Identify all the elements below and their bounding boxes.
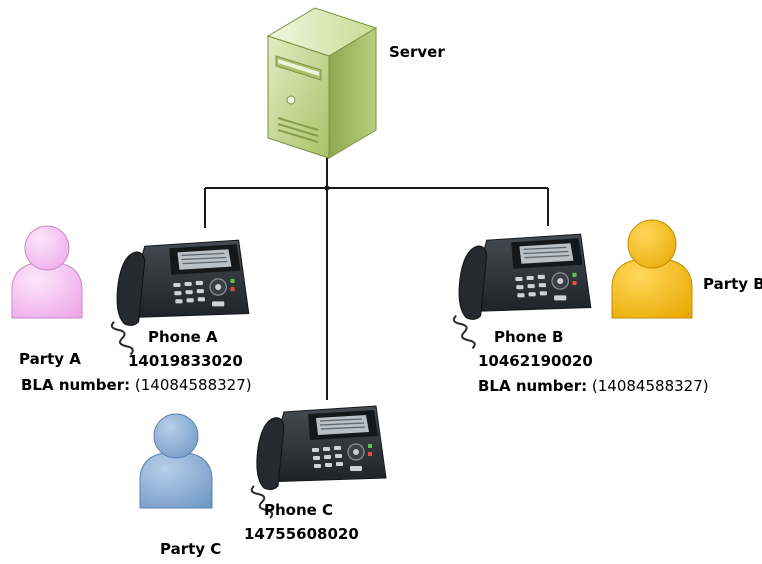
phone-b-label: Phone B (494, 328, 564, 346)
party-b-label: Party B (703, 275, 762, 293)
phone-b-bla-label: BLA number: (478, 377, 588, 395)
party-c-person-icon (139, 413, 213, 509)
phone-a-bla-label: BLA number: (21, 376, 131, 394)
party-a-label: Party A (19, 350, 81, 368)
phone-a-number: 14019833020 (128, 352, 243, 370)
phone-b-bla-number: (14084588327) (591, 377, 709, 395)
party-c-label: Party C (160, 540, 222, 558)
network-links (204, 152, 549, 400)
phone-b-number: 10462190020 (478, 352, 593, 370)
phone-a-label: Phone A (148, 328, 218, 346)
phone-c-label: Phone C (264, 501, 334, 519)
junction-dot (324, 185, 330, 191)
phone-c-number: 14755608020 (244, 525, 359, 543)
server-label: Server (389, 43, 445, 61)
phone-b-bla: BLA number: (14084588327) (478, 379, 709, 394)
party-a-person-icon (11, 225, 83, 319)
phone-a-bla: BLA number: (14084588327) (21, 378, 252, 393)
phone-a-bla-number: (14084588327) (134, 376, 252, 394)
server-icon (266, 7, 378, 159)
party-b-person-icon (611, 219, 693, 319)
